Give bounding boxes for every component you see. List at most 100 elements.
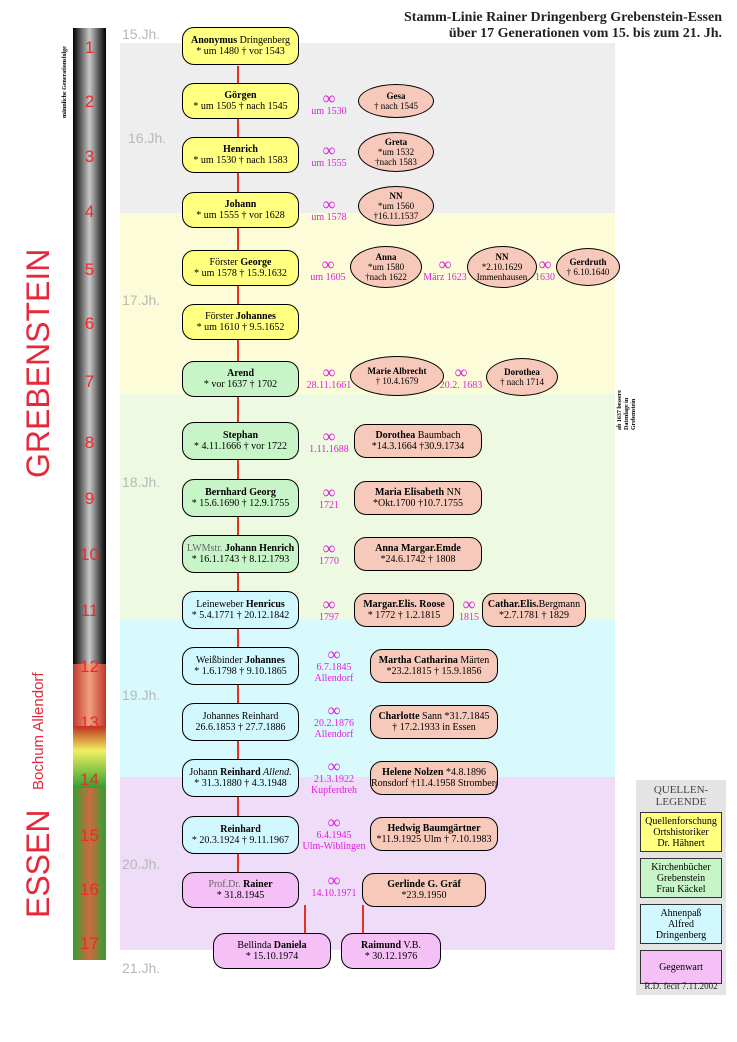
marriage-gen-5-anna: ∞um 1605: [304, 254, 352, 283]
dates: *2.7.1781 † 1829: [499, 610, 569, 621]
person-gen-17-raimund: Raimund V.B. * 30.12.1976: [341, 933, 441, 969]
century-label-15: 15.Jh.: [122, 26, 161, 42]
legend-item-yellow: Quellenforschung Ortshistoriker Dr. Hähn…: [640, 812, 722, 852]
name: Marie Albrecht: [367, 366, 427, 376]
legend-line: Dringenberg: [655, 929, 707, 941]
marriage-place: Allendorf: [314, 673, 354, 684]
marriage-date: März 1623: [423, 272, 467, 283]
place: Immenhausen: [476, 272, 528, 282]
band-16th-century: [120, 43, 615, 213]
dates: † 6.10.1640: [566, 267, 610, 277]
name: Anna Margar.Emde: [375, 543, 461, 554]
marriage-gen-5-gerdruth: ∞1630: [533, 255, 557, 283]
generation-number-16: 16: [80, 880, 99, 899]
marriage-place: Ulm-Wiblingen: [302, 841, 366, 852]
marriage-gen-7-dorothea: ∞20.2. 1683: [436, 362, 486, 391]
marriage-symbol: ∞: [327, 870, 341, 890]
name: Gesa: [386, 91, 406, 101]
legend-item-purple: Gegenwart: [640, 950, 722, 984]
person-gen-16: Prof.Dr. Rainer * 31.8.1945: [182, 872, 299, 908]
name: Henricus: [245, 599, 285, 610]
side-note-line-2: Datenlage in: [624, 397, 630, 430]
dates: * um 1610 † 9.5.1652: [196, 322, 285, 333]
legend-title: QUELLEN- LEGENDE: [636, 784, 726, 808]
marriage-date: um 1530: [311, 106, 347, 117]
name: Stephan: [222, 430, 258, 441]
legend-line: Frau Käckel: [656, 883, 706, 895]
dates: *23.9.1950: [401, 890, 447, 901]
child-line-raimund: [362, 905, 364, 935]
death: †nach 1622: [365, 272, 407, 282]
person-gen-13: Johannes Reinhard 26.6.1853 † 27.7.1886: [182, 703, 299, 741]
dates: * 20.3.1924 † 9.11.1967: [191, 835, 290, 846]
surname: Märten: [457, 655, 490, 666]
marriage-symbol: ∞: [321, 254, 335, 274]
dates: *24.6.1742 † 1808: [380, 554, 456, 565]
legend-line: Gegenwart: [659, 961, 703, 973]
death: †16.11.1537: [373, 211, 419, 221]
dates: * 1772 † 1.2.1815: [367, 610, 441, 621]
person-gen-17-daniela: Bellinda Daniela * 15.10.1974: [213, 933, 331, 969]
side-note-line-1: ab 1637 bessere: [617, 390, 623, 430]
side-note: ab 1637 bessere Datenlage in Grebenstein: [617, 390, 638, 430]
marriage-date: 20.2. 1683: [439, 380, 483, 391]
person-gen-4: Johann * um 1555 † vor 1628: [182, 192, 299, 228]
spouse-gen-10: Anna Margar.Emde *24.6.1742 † 1808: [354, 537, 482, 571]
dates: 26.6.1853 † 27.7.1886: [195, 722, 286, 733]
marriage-symbol: ∞: [327, 700, 341, 720]
marriage-symbol: ∞: [454, 362, 468, 382]
marriage-date: 6.7.1845: [316, 662, 352, 673]
title: Weißbinder: [196, 655, 245, 666]
marriage-date: 28.11.1661: [306, 380, 352, 391]
marriage-date: 21.3.1922: [314, 774, 354, 785]
marriage-date: 1815: [459, 612, 479, 623]
surname: Bergmann: [538, 599, 581, 610]
marriage-symbol: ∞: [322, 482, 336, 502]
legend-title-line-1: QUELLEN-: [653, 784, 709, 796]
person-gen-8: Stephan * 4.11.1666 † vor 1722: [182, 422, 299, 460]
name: Anonymus: [191, 35, 238, 46]
name: George: [240, 257, 272, 268]
generation-number-2: 2: [84, 92, 95, 111]
dates: *23.2.1815 † 15.9.1856: [386, 666, 482, 677]
first-name: Bellinda: [237, 940, 274, 951]
spouse-gen-13: Charlotte Sann *31.7.1845 † 17.2.1933 in…: [370, 705, 498, 739]
surname: NN: [444, 487, 462, 498]
name: Raimund: [361, 940, 402, 951]
spouse-gen-7-marie: Marie Albrecht † 10.4.1679: [350, 356, 444, 396]
marriage-date: 1.11.1688: [309, 444, 349, 455]
marriage-gen-9: ∞1721: [304, 482, 354, 511]
dates: * 16.1.1743 † 8.12.1793: [191, 554, 290, 565]
generation-number-12: 12: [80, 657, 99, 676]
marriage-symbol: ∞: [327, 644, 341, 664]
dates: *11.9.1925 Ulm † 7.10.1983: [376, 834, 492, 845]
lineage-line: [237, 66, 239, 874]
surname: Dringenberg: [237, 35, 290, 46]
title: Prof.Dr.: [208, 879, 244, 890]
dates: * um 1530 † nach 1583: [193, 155, 288, 166]
dates: * 30.12.1976: [364, 951, 418, 962]
source-legend: QUELLEN- LEGENDE Quellenforschung Ortshi…: [636, 780, 726, 995]
person-gen-11: Leineweber Henricus * 5.4.1771 † 20.12.1…: [182, 591, 299, 629]
name: Johann Henrich: [224, 543, 295, 554]
name: Martha Catharina: [378, 655, 458, 666]
name: Bernhard Georg: [205, 487, 276, 498]
marriage-symbol: ∞: [322, 538, 336, 558]
band-20th-century: [120, 777, 615, 950]
name: Maria Elisabeth: [374, 487, 445, 498]
place-label-bochum-allendorf: Bochum Allendorf: [30, 672, 47, 790]
dates: † nach 1545: [374, 101, 418, 111]
generation-number-13: 13: [80, 713, 99, 732]
marriage-date: 1630: [535, 272, 555, 283]
name: Daniela: [273, 940, 307, 951]
marriage-symbol: ∞: [322, 594, 336, 614]
spouse-gen-4: NN *um 1560 †16.11.1537: [358, 186, 434, 226]
name: Rainer: [243, 879, 273, 890]
death: Ronsdorf †11.4.1958 Stromberg: [371, 778, 498, 789]
marriage-gen-7-marie: ∞28.11.1661: [303, 363, 355, 391]
name: Arend: [226, 368, 255, 379]
dates: *14.3.1664 †30.9.1734: [371, 441, 465, 452]
person-gen-1: Anonymus Dringenberg * um 1480 † vor 154…: [182, 27, 299, 65]
title: Förster: [205, 311, 236, 322]
marriage-symbol: ∞: [322, 140, 336, 160]
